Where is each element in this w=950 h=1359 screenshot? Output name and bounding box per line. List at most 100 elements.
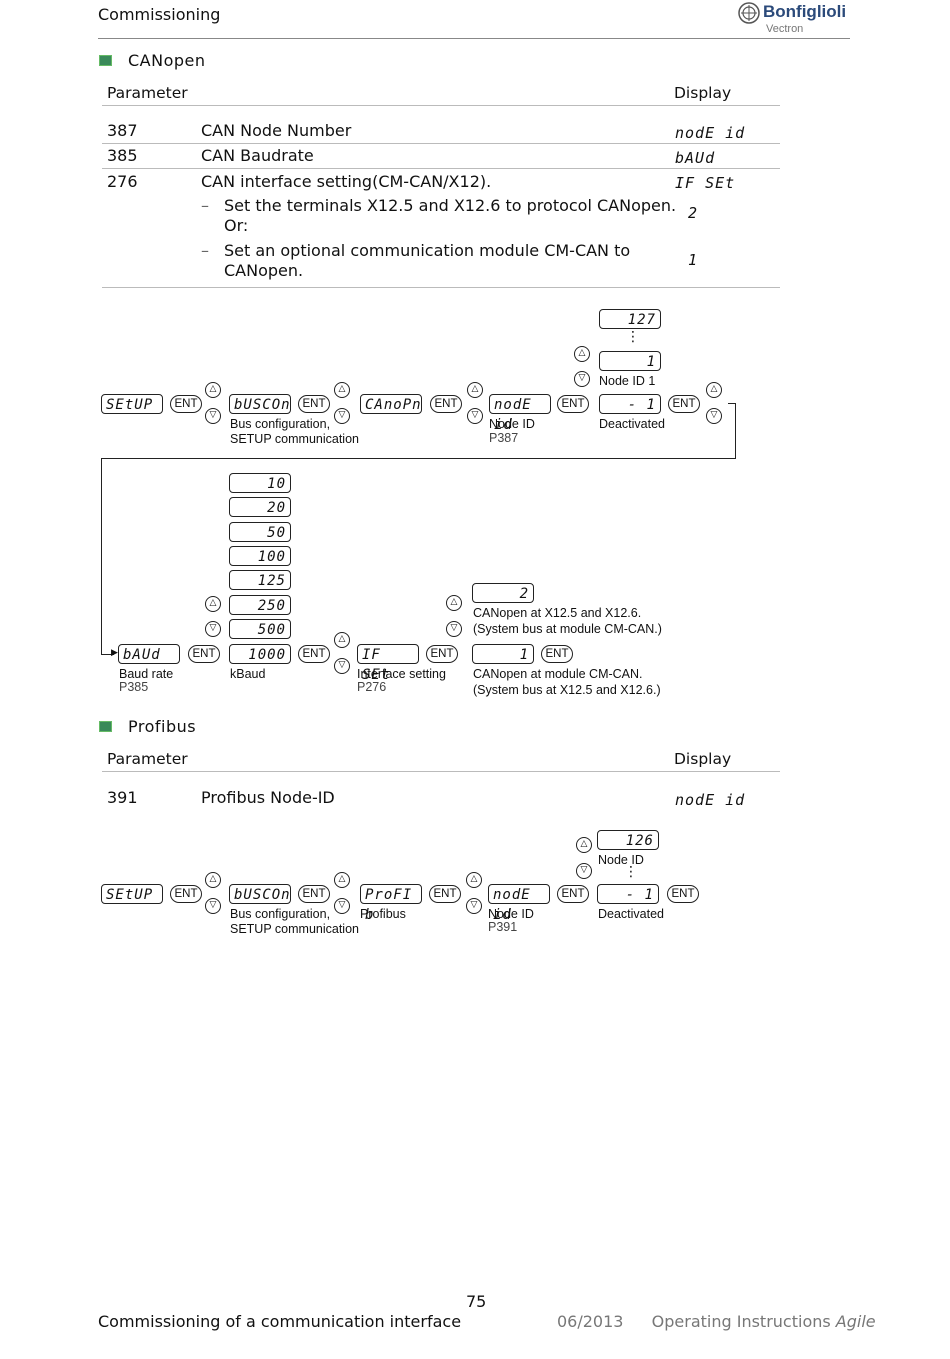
ent-button[interactable]: ENT <box>557 885 589 903</box>
up-arrow-icon[interactable]: △ <box>446 595 462 611</box>
ent-button[interactable]: ENT <box>667 885 699 903</box>
down-arrow-icon[interactable]: ▽ <box>446 621 462 637</box>
option-item: – Set the terminals X12.5 and X12.6 to p… <box>201 196 677 236</box>
table-divider <box>102 105 780 106</box>
section-title-profibus: Profibus <box>128 717 197 736</box>
label-setup-comm: SETUP communication <box>230 432 359 446</box>
label-p276: P276 <box>357 680 387 694</box>
lcd-baud-value: 50 <box>229 522 291 542</box>
down-arrow-icon[interactable]: ▽ <box>334 658 350 674</box>
down-arrow-icon[interactable]: ▽ <box>205 408 221 424</box>
ent-button[interactable]: ENT <box>557 395 589 413</box>
param-name: Profibus Node-ID <box>201 788 335 807</box>
down-arrow-icon[interactable]: ▽ <box>205 898 221 914</box>
option-text: Or: <box>224 216 249 235</box>
param-display: bAUd <box>675 149 716 167</box>
ent-button[interactable]: ENT <box>188 645 220 663</box>
down-arrow-icon[interactable]: ▽ <box>576 863 592 879</box>
up-arrow-icon[interactable]: △ <box>466 872 482 888</box>
ent-button[interactable]: ENT <box>668 395 700 413</box>
section-bullet-icon <box>99 721 112 732</box>
label-bus-config: Bus configuration, <box>230 417 331 431</box>
table-divider <box>102 287 780 288</box>
up-arrow-icon[interactable]: △ <box>574 346 590 362</box>
table-divider <box>102 168 780 169</box>
ent-button[interactable]: ENT <box>426 645 458 663</box>
ent-button[interactable]: ENT <box>298 885 330 903</box>
lcd-node-max: 126 <box>597 830 659 850</box>
brand-logo: Bonfiglioli Vectron <box>738 2 853 38</box>
table-divider <box>102 771 780 772</box>
down-arrow-icon[interactable]: ▽ <box>706 408 722 424</box>
lcd-baud-value: 500 <box>229 619 291 639</box>
option-item: – Set an optional communication module C… <box>201 241 631 281</box>
footer-section-title: Commissioning of a communication interfa… <box>98 1312 462 1331</box>
up-arrow-icon[interactable]: △ <box>205 596 221 612</box>
ellipsis-icon: ⋮ <box>626 329 640 345</box>
section-bullet-icon <box>99 55 112 66</box>
lcd-deactivated: - 1 <box>599 394 661 414</box>
down-arrow-icon[interactable]: ▽ <box>334 408 350 424</box>
up-arrow-icon[interactable]: △ <box>576 837 592 853</box>
connector-line <box>101 654 114 656</box>
ent-button[interactable]: ENT <box>298 395 330 413</box>
up-arrow-icon[interactable]: △ <box>334 632 350 648</box>
col-header-parameter: Parameter <box>107 750 188 768</box>
lcd-baud-value: 100 <box>229 546 291 566</box>
up-arrow-icon[interactable]: △ <box>205 382 221 398</box>
lcd-profib: ProFI b <box>360 884 422 923</box>
param-number: 387 <box>107 121 138 140</box>
connector-line <box>101 458 736 460</box>
param-name: CAN interface setting(CM-CAN/X12). <box>201 172 492 191</box>
dash-icon: – <box>201 196 209 215</box>
up-arrow-icon[interactable]: △ <box>205 872 221 888</box>
option-text: Set an optional communication module CM-… <box>224 241 631 260</box>
lcd-buscon: bUSCOn <box>229 394 291 414</box>
arrowhead-icon: ▶ <box>111 648 118 658</box>
up-arrow-icon[interactable]: △ <box>706 382 722 398</box>
lcd-nodeid: nodE id <box>488 884 550 923</box>
logo-sub: Vectron <box>766 23 804 35</box>
lcd-buscon: bUSCOn <box>229 884 291 904</box>
lcd-deactivated: - 1 <box>597 884 659 904</box>
lcd-setup: SEtUP <box>101 884 163 904</box>
option-display: 1 <box>688 251 699 269</box>
option-text: Set the terminals X12.5 and X12.6 to pro… <box>224 196 677 215</box>
ent-button[interactable]: ENT <box>298 645 330 663</box>
header-divider <box>98 38 850 39</box>
ent-button[interactable]: ENT <box>170 395 202 413</box>
down-arrow-icon[interactable]: ▽ <box>334 898 350 914</box>
down-arrow-icon[interactable]: ▽ <box>574 371 590 387</box>
label-node-id-1: Node ID 1 <box>599 374 656 388</box>
lcd-node-min: 1 <box>599 351 661 371</box>
down-arrow-icon[interactable]: ▽ <box>466 898 482 914</box>
up-arrow-icon[interactable]: △ <box>334 382 350 398</box>
label-node-id: Node ID <box>489 417 535 431</box>
label-p387: P387 <box>489 431 519 445</box>
ent-button[interactable]: ENT <box>429 885 461 903</box>
logo-name: Bonfiglioli <box>763 2 847 21</box>
label-kbaud: kBaud <box>230 667 266 681</box>
col-header-display: Display <box>674 84 732 102</box>
label-node-id: Node ID <box>598 853 644 867</box>
lcd-ifset: IF SEt <box>357 644 419 683</box>
up-arrow-icon[interactable]: △ <box>334 872 350 888</box>
down-arrow-icon[interactable]: ▽ <box>467 408 483 424</box>
down-arrow-icon[interactable]: ▽ <box>205 621 221 637</box>
ent-button[interactable]: ENT <box>541 645 573 663</box>
ent-button[interactable]: ENT <box>170 885 202 903</box>
dash-icon: – <box>201 241 209 260</box>
section-title-canopen: CANopen <box>128 51 206 70</box>
footer-doc-info: 06/2013 Operating Instructions Agile <box>557 1312 876 1331</box>
option-display: 2 <box>688 204 699 222</box>
up-arrow-icon[interactable]: △ <box>467 382 483 398</box>
label-deactivated: Deactivated <box>598 907 665 921</box>
param-number: 276 <box>107 172 138 191</box>
connector-line <box>728 403 736 405</box>
label-p385: P385 <box>119 680 149 694</box>
lcd-baud-value: 10 <box>229 473 291 493</box>
label-node-id: Node ID <box>488 907 534 921</box>
ellipsis-icon: ⋮ <box>624 864 638 880</box>
lcd-node-max: 127 <box>599 309 661 329</box>
ent-button[interactable]: ENT <box>430 395 462 413</box>
